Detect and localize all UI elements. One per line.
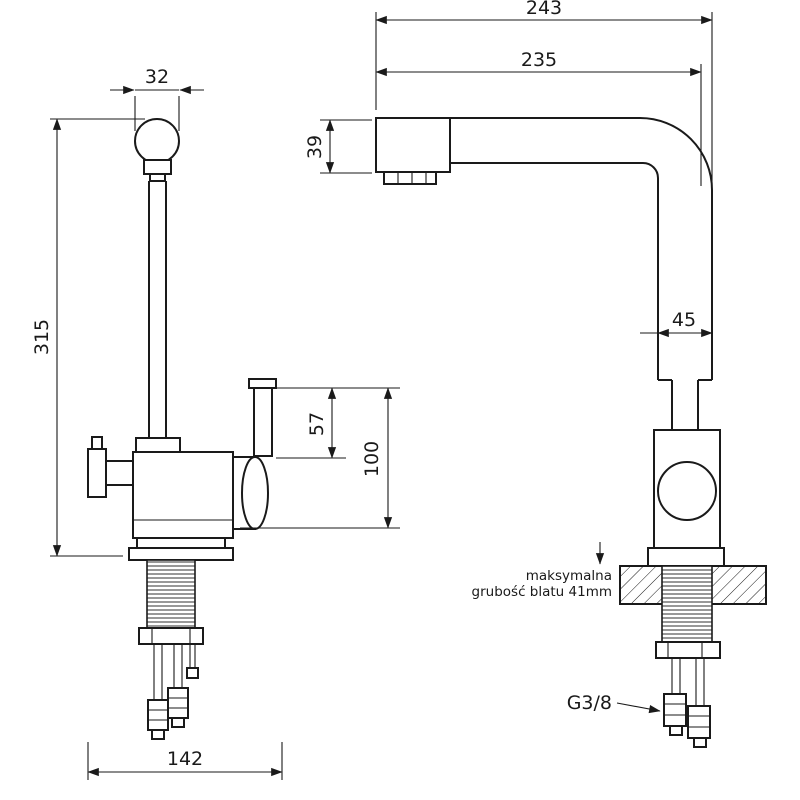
dim-base-width-label: 142 (167, 748, 203, 770)
dim-spout-reach-label: 235 (521, 49, 557, 71)
hose-fitting (147, 699, 169, 731)
dim-overall-depth-label: 243 (526, 0, 562, 19)
counter-thickness-note: maksymalna grubość blatu 41mm (472, 542, 612, 600)
dim-lever-height-label: 57 (306, 412, 328, 436)
thread-size-label: G3/8 (567, 692, 612, 714)
mounting-nut-side (655, 641, 721, 659)
front-view (87, 118, 277, 740)
dim-body-height-label: 100 (361, 441, 383, 477)
dim-overall-depth: 243 (375, 0, 713, 186)
side-view (375, 117, 767, 748)
dim-base-width: 142 (87, 742, 283, 780)
base-flange-side (647, 547, 725, 567)
mixer-joint-circle (657, 461, 717, 521)
counter-note-line1: maksymalna (526, 568, 612, 584)
dim-body-height: 100 (240, 387, 400, 529)
riser-pipe-front (148, 181, 167, 438)
dim-spout-reach: 235 (375, 49, 702, 186)
base-plate-lower (128, 547, 234, 561)
body-neck-front (135, 437, 181, 453)
hose-fitting (687, 705, 711, 739)
spout-arm-side (449, 117, 713, 380)
dim-spout-height-label: 39 (304, 135, 326, 159)
dim-total-height-label: 315 (31, 319, 53, 355)
dim-lever-height: 57 (276, 387, 400, 459)
spout-head-side (375, 117, 451, 173)
dim-top-diameter-label: 32 (145, 66, 169, 88)
filter-tube-front (186, 644, 199, 679)
dim-column-width-label: 45 (672, 309, 696, 331)
hose-1-front (147, 644, 169, 740)
hose-fitting (167, 687, 189, 719)
body-front (132, 451, 234, 539)
spout-nozzle (143, 159, 172, 175)
mixer-lever-front (248, 378, 277, 457)
left-valve-handle (87, 436, 134, 498)
hose-1-side (663, 658, 687, 736)
aerator-side (383, 171, 437, 185)
aerator-front (149, 173, 166, 182)
mixer-cylinder-cap (241, 456, 269, 530)
spout-top-circle (134, 118, 180, 164)
dim-top-diameter: 32 (110, 66, 204, 131)
dim-total-height: 315 (31, 118, 145, 557)
mounting-nut-front (138, 627, 204, 645)
base-plate-upper (136, 537, 226, 549)
thread-size-callout: G3/8 (567, 692, 661, 714)
hose-2-side (687, 658, 711, 748)
dim-spout-height: 39 (304, 119, 372, 174)
hose-2-front (167, 644, 189, 728)
dimensions: 243 235 39 32 315 (31, 0, 713, 780)
counter-note-line2: grubość blatu 41mm (472, 584, 612, 600)
hose-fitting (663, 693, 687, 727)
neck-side (658, 379, 712, 430)
dim-column-width: 45 (640, 309, 713, 338)
